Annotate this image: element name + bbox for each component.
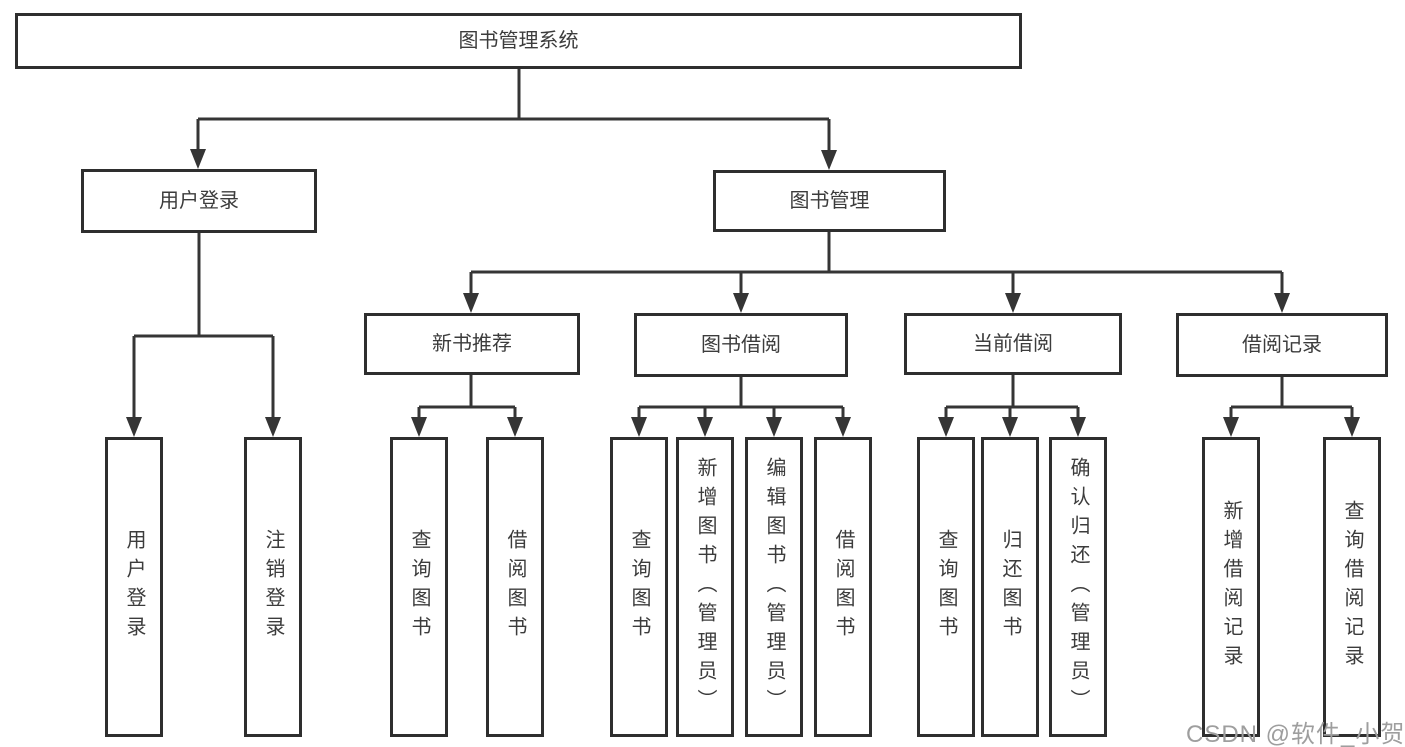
arrowhead xyxy=(507,417,523,437)
leaf-return-books: 归还图书 xyxy=(981,437,1039,737)
node-label: 用户登录 xyxy=(159,190,239,212)
leaf-confirm-return-admin: 确认归还（管理员） xyxy=(1049,437,1107,737)
arrowhead xyxy=(766,417,782,437)
arrowhead xyxy=(463,293,479,313)
leaf-add-book-admin: 新增图书（管理员） xyxy=(676,437,734,737)
node-label: 查询借阅记录 xyxy=(1341,500,1363,674)
node-label: 图书借阅 xyxy=(701,334,781,356)
arrowhead xyxy=(631,417,647,437)
watermark-text: CSDN @软件_小贺同学 xyxy=(1186,721,1405,747)
node-label: 借阅图书 xyxy=(832,529,854,645)
arrowhead xyxy=(1344,417,1360,437)
arrowhead xyxy=(1274,293,1290,313)
arrowhead xyxy=(733,293,749,313)
connector-current-borrow-children xyxy=(944,375,1080,421)
node-label: 查询图书 xyxy=(935,529,957,645)
leaf-user-login: 用户登录 xyxy=(105,437,163,737)
node-label: 借阅图书 xyxy=(504,529,526,645)
node-user-login: 用户登录 xyxy=(81,169,317,233)
connector-user-login-children xyxy=(132,233,275,421)
node-label: 编辑图书（管理员） xyxy=(763,456,785,718)
arrowhead xyxy=(265,417,281,437)
node-current-borrowing: 当前借阅 xyxy=(904,313,1122,375)
node-label: 归还图书 xyxy=(999,529,1021,645)
leaf-query-books-current: 查询图书 xyxy=(917,437,975,737)
node-label: 确认归还（管理员） xyxy=(1067,456,1089,718)
node-label: 借阅记录 xyxy=(1242,334,1322,356)
node-borrowing-records: 借阅记录 xyxy=(1176,313,1388,377)
node-label: 新增借阅记录 xyxy=(1220,500,1242,674)
arrowhead xyxy=(938,417,954,437)
arrowhead xyxy=(1223,417,1239,437)
arrowhead xyxy=(411,417,427,437)
arrowhead xyxy=(1002,417,1018,437)
arrowhead xyxy=(1005,293,1021,313)
node-label: 用户登录 xyxy=(123,529,145,645)
leaf-add-borrow-record: 新增借阅记录 xyxy=(1202,437,1260,737)
node-library-system: 图书管理系统 xyxy=(15,13,1022,69)
node-label: 当前借阅 xyxy=(973,333,1053,355)
node-book-borrowing: 图书借阅 xyxy=(634,313,848,377)
leaf-edit-book-admin: 编辑图书（管理员） xyxy=(745,437,803,737)
connector-book-mgmt-children xyxy=(469,232,1284,297)
connector-borrow-records-children xyxy=(1229,375,1354,421)
node-label: 查询图书 xyxy=(628,529,650,645)
node-new-book-recommend: 新书推荐 xyxy=(364,313,580,375)
arrowhead xyxy=(126,417,142,437)
leaf-borrow-books-borrowing: 借阅图书 xyxy=(814,437,872,737)
arrowhead xyxy=(697,417,713,437)
node-label: 图书管理系统 xyxy=(458,30,579,52)
connector-new-book-children xyxy=(417,375,517,421)
leaf-logout: 注销登录 xyxy=(244,437,302,737)
node-label: 新增图书（管理员） xyxy=(694,456,716,718)
connector-root-to-level2 xyxy=(196,68,831,152)
leaf-borrow-books-recommend: 借阅图书 xyxy=(486,437,544,737)
node-label: 新书推荐 xyxy=(432,333,512,355)
node-label: 图书管理 xyxy=(789,190,870,212)
connector-book-borrow-children xyxy=(637,375,845,421)
leaf-query-borrow-record: 查询借阅记录 xyxy=(1323,437,1381,737)
node-book-management: 图书管理 xyxy=(713,170,946,232)
node-label: 注销登录 xyxy=(262,529,284,645)
arrowhead xyxy=(835,417,851,437)
arrowhead xyxy=(190,149,206,169)
arrowhead xyxy=(1070,417,1086,437)
node-label: 查询图书 xyxy=(408,529,430,645)
leaf-query-books-borrowing: 查询图书 xyxy=(610,437,668,737)
arrowhead xyxy=(821,150,837,170)
leaf-query-books-recommend: 查询图书 xyxy=(390,437,448,737)
